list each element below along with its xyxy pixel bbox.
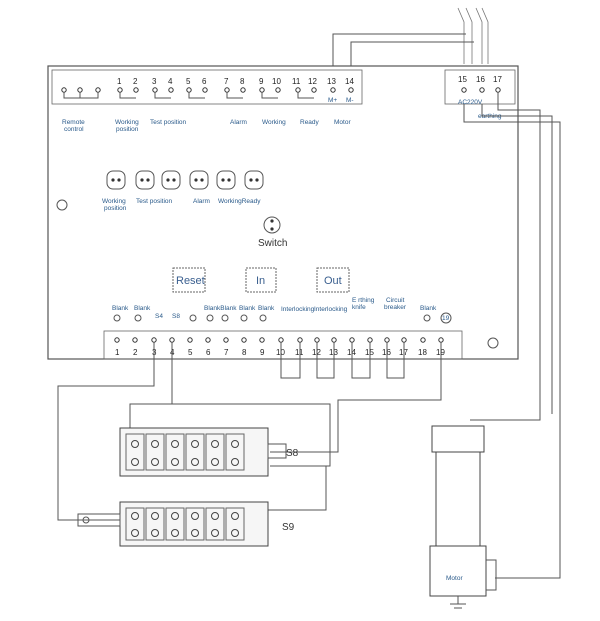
top-num-10: 10 [272, 77, 281, 86]
bl-s-b: S8 [172, 313, 180, 320]
bl-interlocking-1: Interlocking [281, 306, 315, 313]
label-control: control [64, 126, 84, 133]
top-num-8: 8 [240, 77, 245, 86]
top-terminal-labels: Remote control Working position Test pos… [62, 119, 351, 133]
reset-button-label: Reset [176, 275, 205, 287]
bl-circled-19: 19 [442, 315, 450, 322]
ind-label-working: Working [102, 198, 126, 205]
bl-blank-5: Blank [420, 305, 437, 312]
top-num-14: 14 [345, 77, 354, 86]
motor-minus: M- [346, 97, 354, 104]
label-alarm: Alarm [230, 119, 247, 126]
label-motor: Motor [334, 119, 351, 126]
switch-block-s8: S8 [119, 427, 299, 477]
bot-num-5: 5 [188, 348, 193, 357]
switch-label: Switch [258, 238, 287, 249]
top-num-7: 7 [224, 77, 229, 86]
s8-label: S8 [286, 448, 299, 459]
bl-interlocking-2: Interlocking [314, 306, 348, 313]
mounting-hole-right [487, 337, 499, 349]
mounting-hole-left [56, 199, 68, 211]
top-num-2: 2 [133, 77, 138, 86]
motor: Motor [429, 425, 497, 609]
motor-plus: M+ [328, 97, 337, 104]
bottom-terminal-numbers: 1 2 3 4 5 6 7 8 9 10 11 12 13 14 15 16 1… [115, 348, 445, 357]
bottom-terminal-strip [103, 330, 463, 360]
out-button-label: Out [324, 275, 342, 287]
bot-num-1: 1 [115, 348, 120, 357]
label-working: Working [115, 119, 139, 126]
in-button-label: In [256, 275, 265, 287]
bot-num-2: 2 [133, 348, 138, 357]
top-num-12: 12 [308, 77, 317, 86]
ind-label-alarm: Alarm [193, 198, 210, 205]
label-ready: Ready [300, 119, 320, 126]
bl-blank-group: BlankBlank [204, 305, 237, 312]
power-num-15: 15 [458, 75, 467, 84]
bottom-terminal-labels: Blank Blank S4 S8 BlankBlank Blank Blank… [112, 297, 452, 324]
top-terminal-dots [61, 87, 354, 99]
top-num-3: 3 [152, 77, 157, 86]
bl-circuit: Circuit [386, 297, 405, 304]
bl-blank-3: Blank [239, 305, 256, 312]
top-terminal-numbers: 1 2 3 4 5 6 7 8 9 10 11 12 13 14 M+ M- [117, 77, 354, 104]
s9-label: S9 [282, 522, 295, 533]
power-terminal-strip [444, 69, 516, 105]
top-num-9: 9 [259, 77, 264, 86]
bot-num-18: 18 [418, 348, 427, 357]
top-terminal-strip [51, 69, 363, 105]
out-button[interactable]: Out [316, 267, 350, 293]
reset-button[interactable]: Reset [172, 267, 206, 293]
power-terminals: 15 16 17 AC220V earthing [458, 75, 502, 120]
in-button[interactable]: In [245, 267, 277, 293]
bot-num-11: 11 [295, 348, 304, 357]
bot-num-8: 8 [242, 348, 247, 357]
motor-label: Motor [446, 575, 463, 582]
ind-label-test-position: Test position [136, 198, 173, 205]
indicator-lights [106, 170, 264, 190]
switch-block-s9: S9 [77, 501, 295, 547]
bot-num-7: 7 [224, 348, 229, 357]
top-num-11: 11 [292, 77, 301, 86]
bot-num-6: 6 [206, 348, 211, 357]
power-num-17: 17 [493, 75, 502, 84]
bl-blank-2: Blank [134, 305, 151, 312]
top-num-4: 4 [168, 77, 173, 86]
voltage-label: AC220V [458, 99, 483, 106]
selector-switch[interactable]: Switch [258, 216, 287, 249]
indicator-labels: Working position Test position Alarm Wor… [102, 198, 261, 212]
top-num-6: 6 [202, 77, 207, 86]
bl-breaker: breaker [384, 304, 407, 311]
bl-blank-1: Blank [112, 305, 129, 312]
bottom-terminal-dots [114, 337, 444, 343]
top-num-13: 13 [327, 77, 336, 86]
power-num-16: 16 [476, 75, 485, 84]
incoming-cables [332, 7, 489, 66]
wiring [57, 92, 561, 579]
bl-blank-4: Blank [258, 305, 275, 312]
label-working-2: Working [262, 119, 286, 126]
bot-num-9: 9 [260, 348, 265, 357]
ind-label-position: position [104, 205, 127, 212]
interlock-loops [280, 342, 405, 379]
top-num-1: 1 [117, 77, 122, 86]
label-remote: Remote [62, 119, 85, 126]
bl-earthing: E rthing [352, 297, 375, 304]
bl-s-a: S4 [155, 313, 163, 320]
ind-label-working-ready: WorkingReady [218, 198, 261, 205]
top-num-5: 5 [186, 77, 191, 86]
label-test-position: Test position [150, 119, 187, 126]
bl-knife: knife [352, 304, 366, 311]
label-position: position [116, 126, 139, 133]
